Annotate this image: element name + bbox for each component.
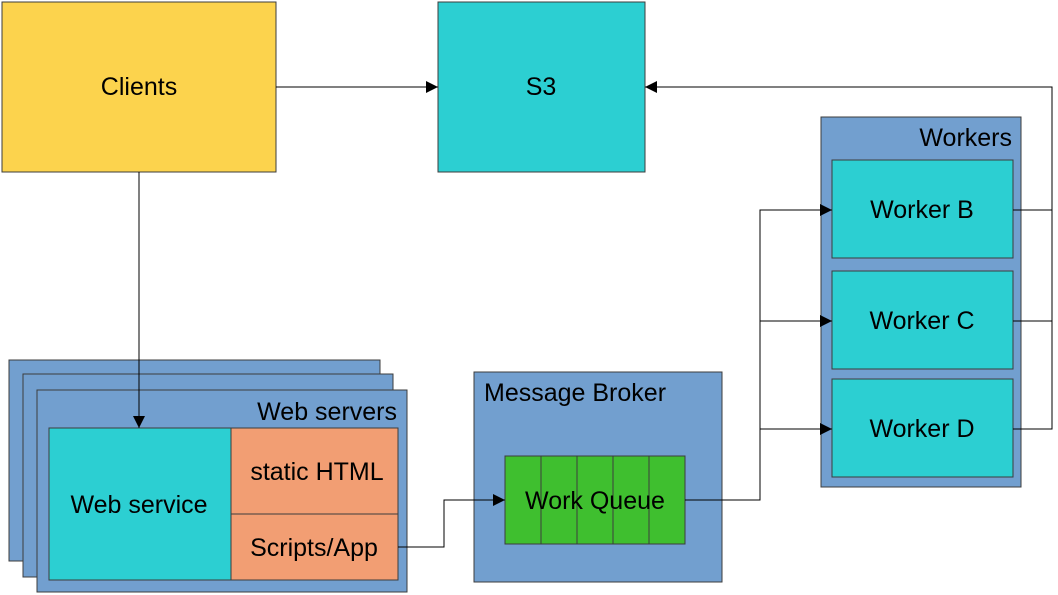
scripts-app-node[interactable]: Scripts/App [230,513,399,581]
s3-label: S3 [526,73,557,101]
workers-group-label: Workers [919,124,1012,152]
worker-d-node[interactable]: Worker D [831,378,1014,478]
worker-b-node[interactable]: Worker B [831,159,1014,259]
worker-c-node[interactable]: Worker C [831,270,1014,370]
worker-c-label: Worker C [869,307,974,335]
web-servers-group: Web servers Web service static HTML Scri… [8,359,408,593]
clients-label: Clients [101,73,177,101]
message-broker-label: Message Broker [484,379,666,407]
s3-node[interactable]: S3 [437,1,646,173]
edge-scripts-to-work-queue [398,494,505,548]
connectors [133,81,1053,548]
clients-node[interactable]: Clients [1,1,277,173]
web-service-label: Web service [70,491,207,519]
web-servers-label: Web servers [257,398,397,426]
work-queue-label: Work Queue [525,487,665,515]
edge-queue-to-worker-b [685,204,832,501]
static-html-label: static HTML [250,458,383,486]
web-service-node[interactable]: Web service [48,427,232,581]
worker-b-label: Worker B [870,196,974,224]
worker-d-label: Worker D [869,415,974,443]
edge-workers-to-s3 [645,81,1053,430]
message-broker-group: Message Broker Work Queue [473,371,723,583]
workers-group: Workers Worker B Worker C Worker D [820,116,1022,488]
work-queue-node[interactable]: Work Queue [504,455,686,545]
scripts-app-label: Scripts/App [250,534,378,562]
static-html-node[interactable]: static HTML [230,427,399,515]
